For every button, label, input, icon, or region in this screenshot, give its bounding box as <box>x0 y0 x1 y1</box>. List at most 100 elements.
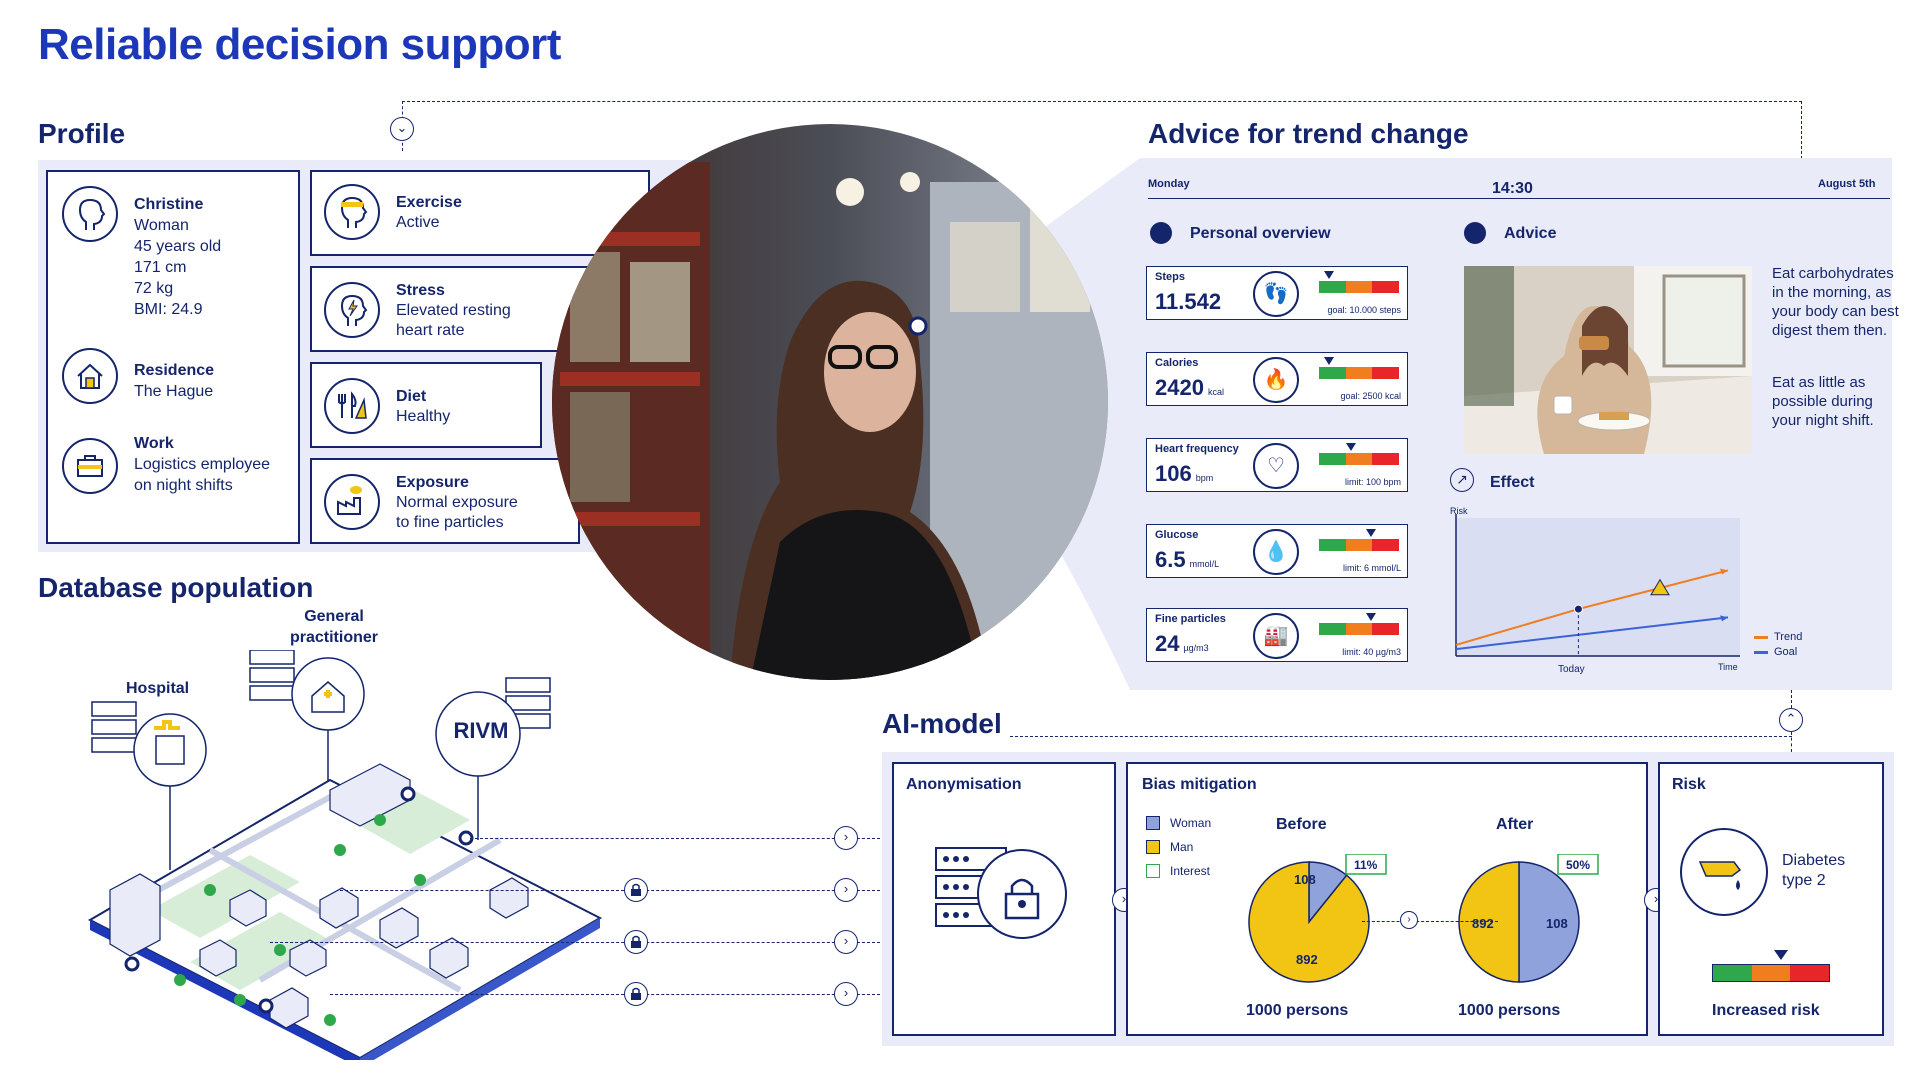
connector-top-right <box>1801 101 1802 159</box>
pie-connector <box>1362 921 1498 922</box>
gauge-green <box>1319 623 1346 635</box>
anonymisation-card: Anonymisation <box>892 762 1116 1036</box>
chevron-down-button[interactable]: ⌄ <box>390 117 414 141</box>
flow-arrow-button[interactable]: › <box>834 826 858 850</box>
hospital-label: Hospital <box>126 680 190 697</box>
gauge-pointer <box>1366 529 1376 537</box>
metric-label: Fine particles <box>1155 613 1226 625</box>
metric-number: 106 <box>1155 461 1192 486</box>
flow-line-2 <box>340 890 880 891</box>
gauge-red <box>1790 965 1830 981</box>
metric-gauge <box>1319 281 1400 293</box>
rivm-label: RIVM <box>453 718 509 743</box>
flow-arrow-button[interactable]: › <box>834 930 858 954</box>
gp-label-line-2: practitioner <box>289 629 378 646</box>
person-age: 45 years old <box>134 238 222 255</box>
gauge-red <box>1372 453 1400 465</box>
hospital-server-icon <box>91 701 137 753</box>
legend-goal-swatch <box>1754 651 1768 654</box>
page-title: Reliable decision support <box>38 20 561 69</box>
secure-server-icon <box>935 847 1067 939</box>
gauge-orange <box>1751 965 1791 981</box>
trend-arrow-icon: ↗ <box>1450 468 1474 492</box>
gauge-green <box>1319 539 1346 551</box>
pie-label-woman: 108 <box>1546 916 1568 931</box>
metric-note: limit: 40 µg/m3 <box>1342 647 1401 657</box>
flow-line-4 <box>330 994 880 995</box>
y-axis-label: Risk <box>1450 506 1468 516</box>
metric-note: limit: 6 mmol/L <box>1342 563 1401 573</box>
factor-card-diet: Diet Healthy <box>310 362 542 448</box>
metric-label: Steps <box>1155 271 1185 283</box>
interest-callout-label: 11% <box>1354 858 1378 872</box>
factor-value: Healthy <box>396 408 451 425</box>
anonymisation-heading: Anonymisation <box>906 776 1022 793</box>
pie-arrow-button[interactable]: › <box>1400 911 1418 929</box>
bias-mitigation-card: Bias mitigation Woman Man Interest Befor… <box>1126 762 1648 1036</box>
x-axis-label: Time <box>1718 662 1738 672</box>
pie-label-man: 892 <box>1472 916 1494 931</box>
overview-heading: Personal overview <box>1190 225 1331 242</box>
legend-trend-label: Trend <box>1774 631 1803 643</box>
factor-value-2: heart rate <box>396 322 465 339</box>
risk-heading: Risk <box>1672 776 1706 793</box>
risk-result: Increased risk <box>1712 1002 1820 1019</box>
metric-number: 11.542 <box>1155 289 1222 314</box>
advice-section-heading: Advice for trend change <box>1148 118 1469 149</box>
risk-condition-line-2: type 2 <box>1782 872 1826 889</box>
residence-value: The Hague <box>134 383 214 400</box>
date-label: August 5th <box>1818 178 1876 190</box>
toolbox-icon <box>62 438 118 494</box>
person-weight: 72 kg <box>134 280 174 297</box>
metric-unit: bpm <box>1195 473 1214 483</box>
interest-callout-box <box>1345 854 1387 875</box>
effect-chart: Risk Time Today <box>1450 506 1740 675</box>
gauge-pointer <box>1323 271 1334 279</box>
profile-person-card: Christine Woman 45 years old 171 cm 72 k… <box>46 170 300 544</box>
interest-callout-label: 50% <box>1566 858 1590 872</box>
metric-note: goal: 2500 kcal <box>1340 391 1401 401</box>
factory-icon: 🏭 <box>1253 613 1299 659</box>
person-overview-icon <box>1150 222 1172 244</box>
breakfast-photo <box>1464 266 1752 454</box>
flow-arrow-button[interactable]: › <box>834 878 858 902</box>
effect-heading: Effect <box>1490 474 1535 491</box>
head-lightning-icon <box>324 282 380 338</box>
metric-label: Glucose <box>1155 529 1199 541</box>
chevron-up-button[interactable]: ⌃ <box>1779 708 1803 732</box>
factor-value-2: to fine particles <box>396 514 504 531</box>
gauge-red <box>1372 623 1400 635</box>
metric-gauge <box>1319 539 1400 551</box>
gauge-pointer <box>1346 443 1356 451</box>
flame-icon: 🔥 <box>1253 357 1299 403</box>
flow-line-1 <box>470 838 880 839</box>
advice-heading: Advice <box>1504 225 1557 242</box>
gauge-green <box>1319 453 1346 465</box>
gauge-green <box>1713 965 1752 981</box>
head-icon <box>62 186 118 242</box>
risk-condition-line-1: Diabetes <box>1782 852 1846 869</box>
pie-label-man: 892 <box>1296 952 1318 967</box>
lock-icon <box>624 982 648 1006</box>
series-arrowhead <box>1720 568 1728 575</box>
drop-icon: 💧 <box>1253 529 1299 575</box>
metric-number: 24 <box>1155 631 1180 656</box>
interest-callout-box <box>1557 854 1599 875</box>
gp-server-icon <box>249 650 295 701</box>
city-illustration <box>87 650 603 1060</box>
legend-woman-swatch <box>1146 816 1160 830</box>
flow-arrow-button[interactable]: › <box>834 982 858 1006</box>
connector-up <box>1791 690 1792 708</box>
day-label: Monday <box>1148 178 1190 190</box>
advice-text-1: Eat carbohydrates in the morning, as you… <box>1772 265 1899 339</box>
person-details: Woman 45 years old 171 cm 72 kg BMI: 24.… <box>134 215 221 320</box>
metric-gauge <box>1319 623 1400 635</box>
gauge-orange <box>1345 367 1373 379</box>
metric-gauge <box>1319 367 1400 379</box>
legend-trend-swatch <box>1754 636 1768 639</box>
